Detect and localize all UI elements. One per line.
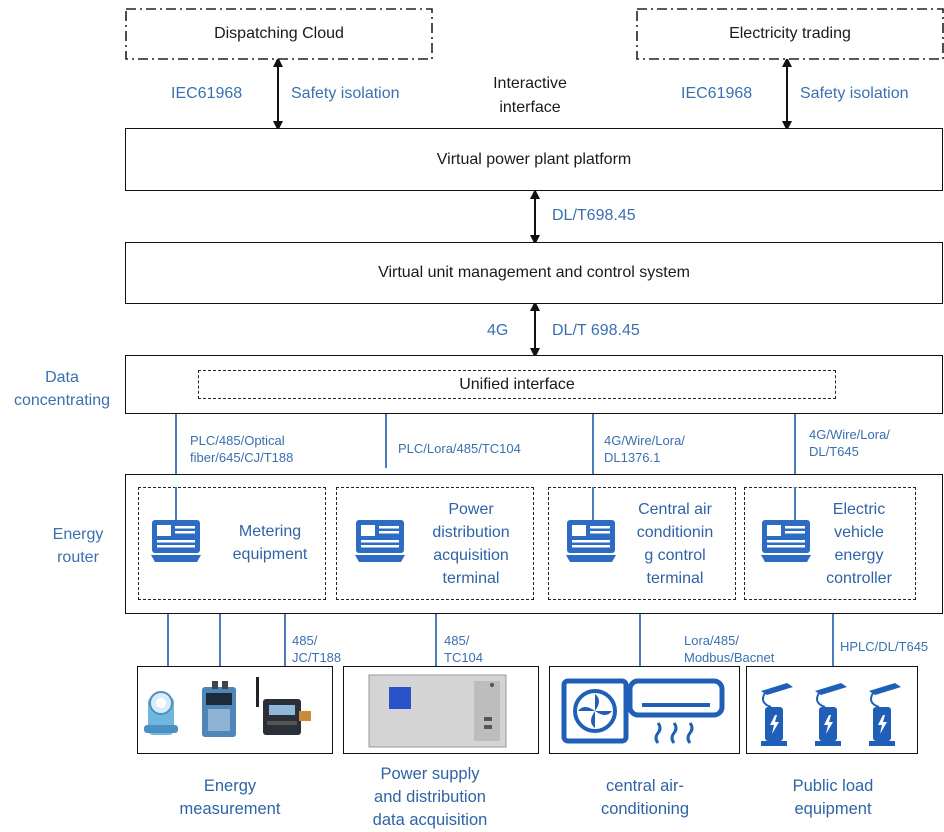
meters-illustration bbox=[144, 677, 311, 737]
water-meter-icon bbox=[144, 691, 178, 735]
vpp-link-protocol: DL/T698.45 bbox=[552, 207, 636, 224]
data-concentrating-box bbox=[125, 355, 943, 414]
aircon-link-label: 4G/Wire/Lora/ DL1376.1 bbox=[604, 433, 685, 465]
central-aircon-caption: central air- conditioning bbox=[600, 777, 690, 818]
ev-controller-label: Electric vehicle energy controller bbox=[826, 501, 892, 587]
power-supply-caption: Power supply and distribution data acqui… bbox=[372, 765, 488, 829]
power-lower-link-label: 485/ TC104 bbox=[444, 633, 484, 665]
unit-management-box: Virtual unit management and control syst… bbox=[125, 242, 943, 304]
ev-link-label: 4G/Wire/Lora/ DL/T645 bbox=[809, 427, 890, 459]
right-isolation-label: Safety isolation bbox=[800, 85, 909, 102]
power-acquisition-box bbox=[343, 666, 539, 754]
ev-terminal-icon bbox=[761, 520, 811, 562]
unit-link-4g: 4G bbox=[487, 322, 509, 339]
energy-router-side-label: Energy router bbox=[52, 526, 104, 566]
vpp-platform-title: Virtual power plant platform bbox=[436, 150, 632, 168]
public-load-caption: Public load equipment bbox=[792, 777, 874, 818]
meter-lower-link-label: 485/ JC/T188 bbox=[292, 633, 342, 665]
power-terminal-icon bbox=[355, 520, 405, 562]
electricity-trading-label: Electricity trading bbox=[729, 25, 851, 42]
acquisition-device-illustration bbox=[368, 674, 507, 748]
left-isolation-label: Safety isolation bbox=[291, 85, 400, 102]
unit-link-protocol: DL/T 698.45 bbox=[552, 322, 640, 339]
power-terminal-label: Power distribution acquisition terminal bbox=[432, 501, 510, 587]
aircon-icon bbox=[561, 678, 725, 744]
energy-measurement-caption: Energy measurement bbox=[179, 777, 281, 818]
unit-management-title: Virtual unit management and control syst… bbox=[378, 264, 690, 281]
ev-chargers-icon bbox=[761, 683, 901, 746]
public-load-box bbox=[746, 666, 918, 754]
right-protocol-label: IEC61968 bbox=[681, 85, 753, 102]
metering-link-label: PLC/485/Optical fiber/645/CJ/T188 bbox=[190, 433, 294, 465]
interactive-interface-label: Interactive interface bbox=[493, 75, 567, 116]
aircon-terminal-label: Central air conditionin g control termin… bbox=[636, 501, 714, 587]
left-protocol-label: IEC61968 bbox=[171, 85, 243, 102]
smart-meter-icon bbox=[256, 677, 311, 735]
gas-meter-icon bbox=[202, 681, 236, 737]
dispatching-cloud-label: Dispatching Cloud bbox=[214, 25, 344, 42]
central-aircon-box bbox=[549, 666, 740, 754]
aircon-lower-link-label: Lora/485/ Modbus/Bacnet bbox=[684, 633, 775, 665]
power-link-label: PLC/Lora/485/TC104 bbox=[398, 441, 521, 456]
aircon-terminal-icon bbox=[566, 520, 616, 562]
metering-equipment-label: Metering equipment bbox=[232, 523, 308, 563]
ev-lower-link-label: HPLC/DL/T645 bbox=[840, 639, 929, 654]
energy-measurement-box bbox=[137, 666, 333, 754]
dispatching-cloud-box bbox=[125, 8, 433, 60]
unified-interface-box: Unified interface bbox=[198, 370, 836, 399]
electricity-trading-box bbox=[636, 8, 944, 60]
metering-terminal-icon bbox=[151, 520, 201, 562]
data-concentrating-side-label: Data concentrating bbox=[13, 369, 111, 409]
unified-interface-label: Unified interface bbox=[459, 375, 575, 393]
vpp-platform-box: Virtual power plant platform bbox=[125, 128, 943, 191]
